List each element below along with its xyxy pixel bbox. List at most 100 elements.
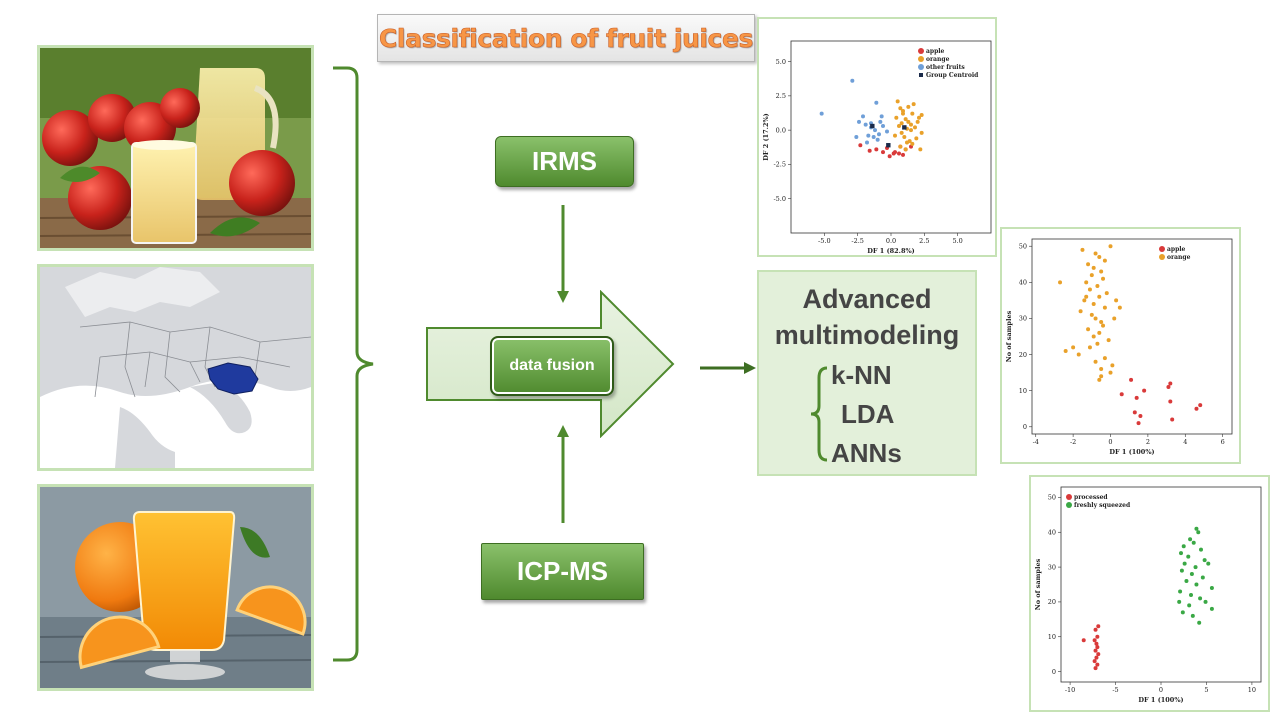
legend-marker bbox=[918, 64, 924, 70]
data-point bbox=[1188, 537, 1193, 542]
data-fusion-box: data fusion bbox=[490, 336, 614, 396]
data-point bbox=[1093, 648, 1098, 653]
title-banner: Classification of fruit juices bbox=[377, 14, 755, 62]
data-point bbox=[1099, 269, 1104, 274]
data-point bbox=[910, 111, 915, 116]
data-fusion-label: data fusion bbox=[509, 357, 595, 374]
data-point bbox=[1196, 530, 1201, 535]
data-point bbox=[1089, 273, 1094, 278]
output-arrow bbox=[700, 362, 756, 374]
x-tick-label: 2 bbox=[1146, 438, 1150, 446]
x-tick-label: -2 bbox=[1070, 438, 1076, 446]
data-point bbox=[1082, 298, 1087, 303]
europe-map bbox=[37, 264, 314, 471]
x-tick-label: 0.0 bbox=[886, 237, 896, 245]
legend-marker bbox=[1159, 246, 1165, 252]
data-point bbox=[867, 148, 872, 153]
data-point bbox=[906, 119, 911, 124]
data-point bbox=[1179, 551, 1183, 556]
data-point bbox=[1099, 367, 1104, 371]
data-point bbox=[875, 137, 880, 142]
data-point bbox=[1198, 403, 1203, 408]
data-point bbox=[1206, 561, 1211, 566]
x-axis-label: DF 1 (100%) bbox=[1138, 696, 1183, 704]
y-tick-label: -2.5 bbox=[773, 161, 786, 169]
data-point bbox=[1071, 345, 1076, 350]
x-tick-label: 10 bbox=[1248, 686, 1256, 694]
legend-label: apple bbox=[1167, 246, 1186, 253]
page-title: Classification of fruit juices bbox=[378, 23, 754, 53]
data-point bbox=[906, 104, 911, 109]
y-tick-label: 20 bbox=[1019, 351, 1027, 359]
data-point bbox=[881, 150, 885, 155]
data-point bbox=[1112, 316, 1117, 321]
data-point bbox=[914, 136, 919, 141]
x-tick-label: 4 bbox=[1183, 438, 1187, 446]
legend-label: orange bbox=[926, 56, 950, 63]
data-point bbox=[1108, 370, 1113, 375]
x-tick-label: 6 bbox=[1221, 438, 1225, 446]
y-tick-label: 40 bbox=[1019, 279, 1027, 287]
data-point bbox=[1168, 381, 1173, 386]
data-point bbox=[893, 133, 897, 138]
y-tick-label: 0.0 bbox=[776, 126, 786, 134]
data-point bbox=[919, 113, 924, 118]
data-point bbox=[1170, 417, 1175, 422]
y-axis-label: No of samples bbox=[1005, 310, 1013, 362]
data-point bbox=[1080, 247, 1085, 252]
data-point bbox=[1084, 280, 1089, 285]
data-point bbox=[1086, 262, 1091, 267]
data-point bbox=[865, 140, 869, 145]
orange-juice-photo bbox=[37, 484, 314, 691]
data-point bbox=[1092, 638, 1097, 643]
icpms-box: ICP-MS bbox=[481, 543, 644, 600]
plot-area bbox=[790, 40, 992, 234]
data-point bbox=[1184, 579, 1189, 584]
data-point bbox=[1189, 592, 1193, 597]
irms-box: IRMS bbox=[495, 136, 634, 187]
data-point bbox=[1193, 565, 1198, 570]
x-tick-label: 5 bbox=[1204, 686, 1208, 694]
data-point bbox=[1093, 627, 1098, 632]
data-point bbox=[899, 121, 904, 126]
x-tick-label: -2.5 bbox=[851, 237, 864, 245]
irms-arrow bbox=[557, 205, 569, 303]
data-point bbox=[901, 152, 905, 157]
data-point bbox=[1076, 352, 1081, 357]
x-axis-label: DF 1 (100%) bbox=[1109, 448, 1154, 456]
x-tick-label: 0 bbox=[1108, 438, 1112, 446]
legend-marker bbox=[1159, 254, 1165, 260]
data-point bbox=[1095, 341, 1100, 346]
data-point bbox=[1101, 276, 1106, 281]
legend-label: Group Centroid bbox=[926, 72, 979, 79]
data-point bbox=[1091, 265, 1096, 270]
data-point bbox=[909, 128, 913, 133]
centroid-point bbox=[902, 125, 907, 130]
legend-marker bbox=[1066, 502, 1072, 508]
data-point bbox=[877, 132, 881, 137]
data-point bbox=[1091, 334, 1096, 339]
centroid-point bbox=[886, 143, 891, 148]
plot-area bbox=[1031, 238, 1233, 435]
data-point bbox=[858, 143, 863, 148]
data-point bbox=[1117, 305, 1122, 310]
data-point bbox=[1087, 287, 1092, 292]
centroid-point bbox=[870, 123, 875, 129]
data-point bbox=[1095, 645, 1100, 650]
y-tick-label: 5.0 bbox=[776, 58, 786, 66]
data-point bbox=[905, 140, 909, 145]
data-point bbox=[1190, 613, 1195, 618]
y-tick-label: -5.0 bbox=[773, 195, 786, 203]
data-point bbox=[1093, 251, 1098, 256]
data-point bbox=[898, 106, 903, 111]
data-point bbox=[1091, 302, 1096, 306]
data-point bbox=[911, 102, 916, 107]
data-point bbox=[1177, 599, 1182, 604]
data-point bbox=[850, 78, 855, 83]
data-point bbox=[1104, 291, 1109, 296]
data-point bbox=[917, 115, 921, 120]
